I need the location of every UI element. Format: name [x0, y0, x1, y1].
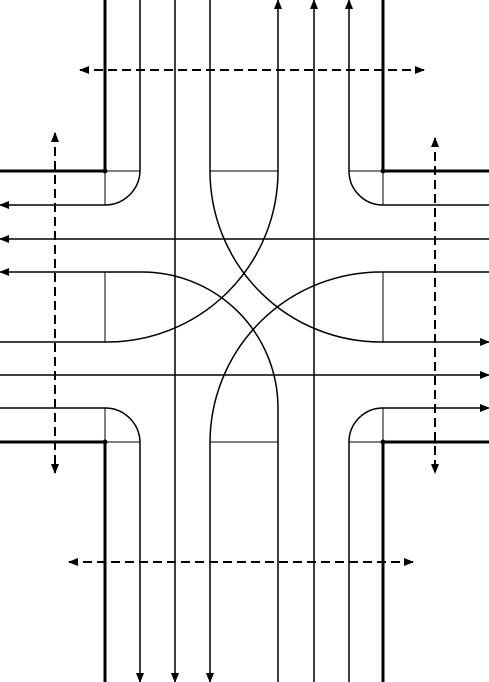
path-westbound-left-turn: [206, 271, 489, 682]
path-northbound-left-turn: [0, 268, 279, 682]
lane-markers: [104, 170, 384, 443]
path-northbound-right-turn: [348, 404, 489, 682]
curb-northwest: [0, 0, 107, 173]
pedestrian-crossings: [51, 66, 439, 566]
path-westbound-right-turn: [345, 0, 489, 206]
corner-dots: [102, 168, 386, 445]
path-eastbound-right-turn: [0, 407, 144, 682]
path-southbound-left-turn: [209, 0, 489, 346]
path-eastbound-left-turn: [0, 0, 282, 343]
path-southbound-right-turn: [0, 0, 141, 209]
